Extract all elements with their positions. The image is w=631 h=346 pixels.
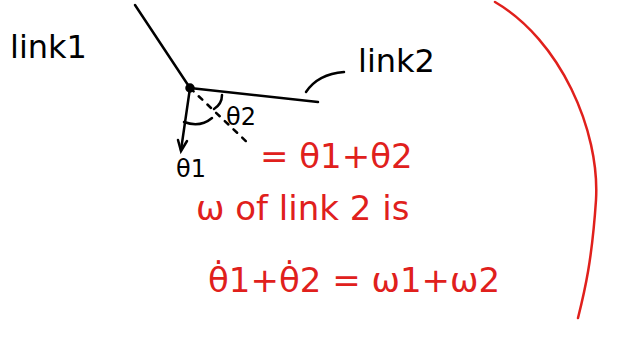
angle-label: θ1	[176, 156, 206, 182]
link-label: link2	[358, 44, 435, 79]
link-two-line	[190, 88, 318, 102]
link-one-line	[135, 5, 190, 88]
theta-one-arc	[184, 118, 212, 124]
angle-label: θ2	[226, 104, 256, 130]
note-text: = θ1+θ2	[260, 138, 413, 175]
joint-dot	[187, 85, 194, 92]
link-two-leader	[306, 72, 344, 92]
link-label: link1	[10, 30, 87, 65]
link-one-extension	[181, 88, 190, 150]
links	[135, 5, 344, 151]
extension-arrowhead	[178, 140, 187, 151]
note-text: ω of link 2 is	[196, 190, 409, 227]
note-text: θ̇1+θ̇2 = ω1+ω2	[208, 262, 500, 299]
theta-two-arc	[214, 95, 222, 109]
red-bracket	[495, 2, 596, 318]
